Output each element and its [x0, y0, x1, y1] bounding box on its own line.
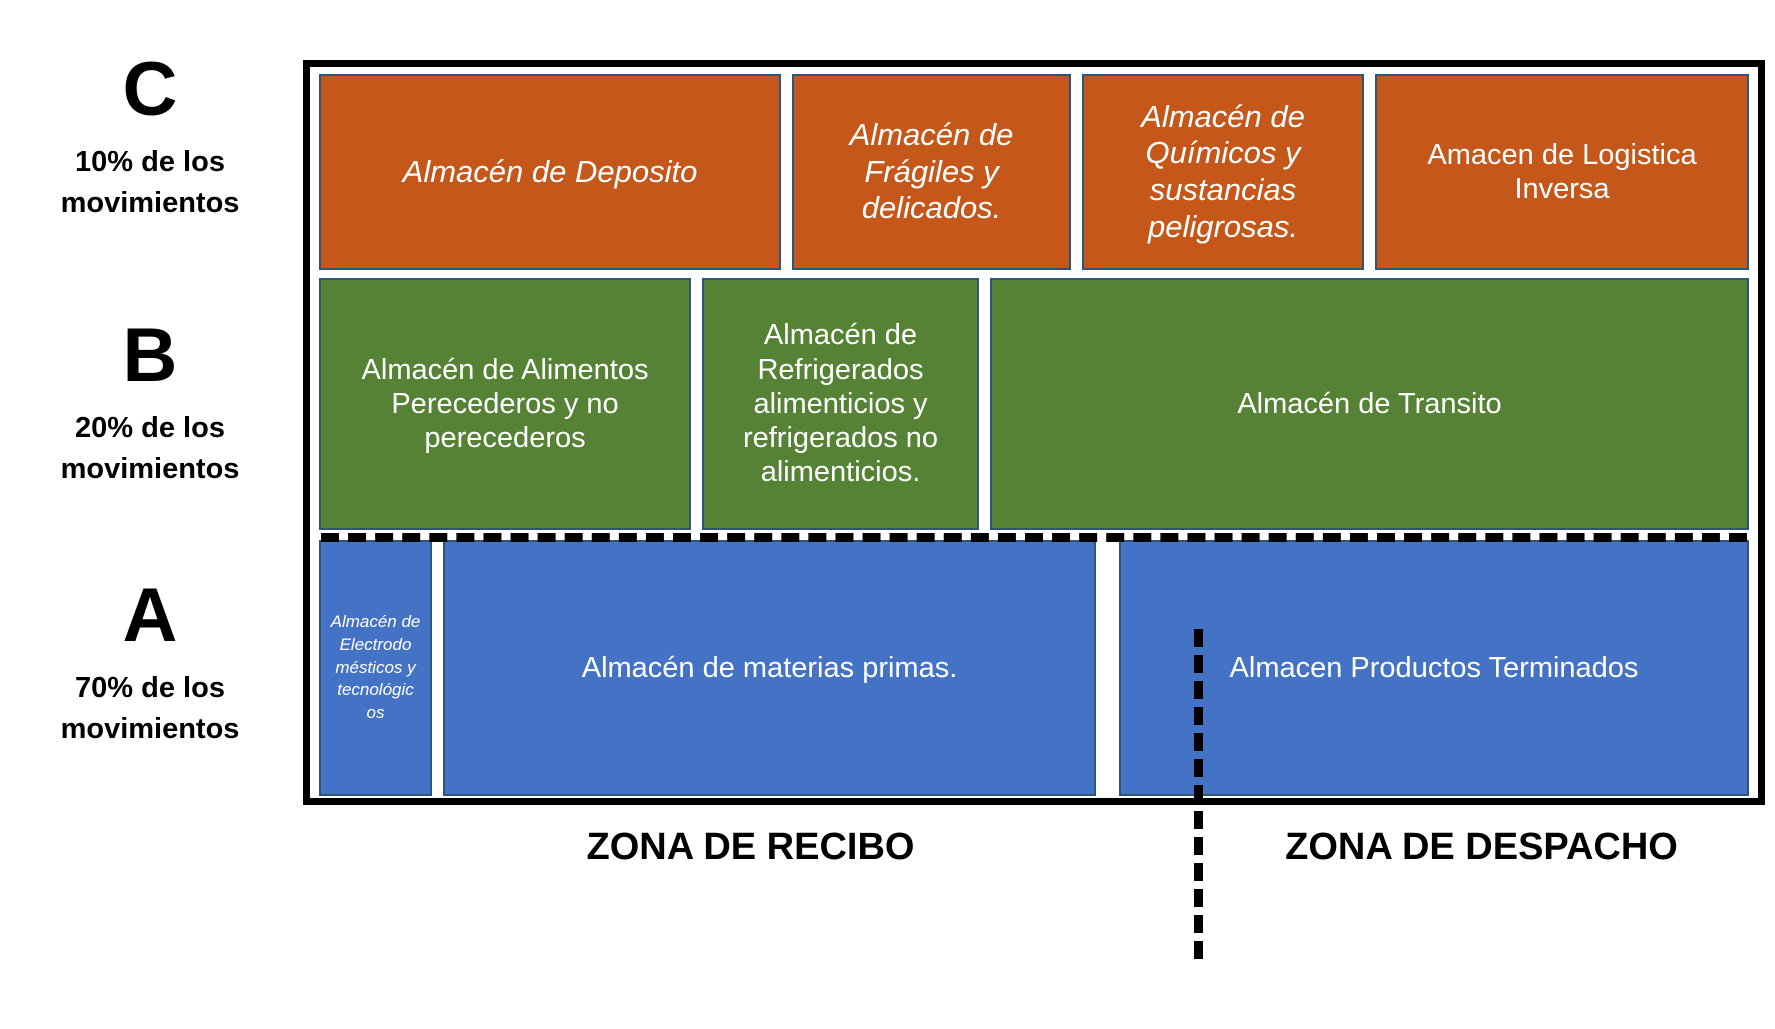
- zone-box-label: Almacén de Refrigerados alimenticios y r…: [742, 319, 939, 489]
- class-a-row: Almacén de Electrodo mésticos y tecnológ…: [319, 540, 1749, 796]
- legend-subtitle-b: 20% de los movimientos: [60, 412, 240, 486]
- dashed-separator-horizontal: [321, 533, 1747, 542]
- dashed-separator-vertical: [1194, 629, 1203, 959]
- class-c-row: Almacén de Deposito Almacén de Frágiles …: [319, 74, 1749, 270]
- zone-box-label: Amacen de Logistica Inversa: [1427, 138, 1697, 205]
- zone-box-label: Almacén de materias primas.: [581, 651, 958, 684]
- zone-label-despacho: ZONA DE DESPACHO: [1285, 825, 1678, 868]
- legend-subtitle-c: 10% de los movimientos: [60, 146, 240, 220]
- warehouse-frame-inner: Almacén de Deposito Almacén de Frágiles …: [310, 67, 1758, 798]
- legend-group-c: C 10% de los movimientos: [0, 52, 300, 224]
- zone-labels-row: ZONA DE RECIBO ZONA DE DESPACHO: [303, 812, 1765, 882]
- legend-letter-c: C: [122, 47, 178, 132]
- zone-box-label: Almacén de Químicos y sustancias peligro…: [1141, 98, 1305, 244]
- zone-box-label: Almacén de Transito: [1237, 387, 1502, 420]
- abc-classification-legend: C 10% de los movimientos B 20% de los mo…: [0, 0, 300, 1029]
- warehouse-layout-frame: Almacén de Deposito Almacén de Frágiles …: [303, 60, 1765, 805]
- zone-box-almacen-refrigerados[interactable]: Almacén de Refrigerados alimenticios y r…: [702, 278, 979, 530]
- legend-subtitle-a: 70% de los movimientos: [60, 672, 240, 746]
- zone-box-almacen-logistica-inversa[interactable]: Amacen de Logistica Inversa: [1375, 74, 1749, 270]
- legend-group-b: B 20% de los movimientos: [0, 318, 300, 490]
- zone-box-almacen-fragiles[interactable]: Almacén de Frágiles y delicados.: [792, 74, 1071, 270]
- zone-box-label: Almacen Productos Terminados: [1229, 651, 1639, 684]
- class-b-row: Almacén de Alimentos Perecederos y no pe…: [319, 278, 1749, 530]
- zone-box-almacen-electrodomesticos[interactable]: Almacén de Electrodo mésticos y tecnológ…: [319, 540, 432, 796]
- zone-label-recibo: ZONA DE RECIBO: [586, 825, 915, 868]
- legend-group-a: A 70% de los movimientos: [0, 578, 300, 750]
- legend-letter-b: B: [122, 313, 178, 398]
- zone-box-almacen-deposito[interactable]: Almacén de Deposito: [319, 74, 781, 270]
- zone-box-label: Almacén de Alimentos Perecederos y no pe…: [361, 353, 649, 455]
- zone-box-label: Almacén de Electrodo mésticos y tecnológ…: [330, 611, 421, 723]
- zone-box-label: Almacén de Deposito: [402, 153, 698, 189]
- legend-letter-a: A: [122, 573, 178, 658]
- zone-box-almacen-productos-terminados[interactable]: Almacen Productos Terminados: [1119, 540, 1749, 796]
- zone-box-almacen-materias-primas[interactable]: Almacén de materias primas.: [443, 540, 1096, 796]
- zone-box-almacen-transito[interactable]: Almacén de Transito: [990, 278, 1749, 530]
- zone-box-label: Almacén de Frágiles y delicados.: [849, 117, 1014, 226]
- zone-box-almacen-alimentos[interactable]: Almacén de Alimentos Perecederos y no pe…: [319, 278, 691, 530]
- zone-box-almacen-quimicos[interactable]: Almacén de Químicos y sustancias peligro…: [1082, 74, 1364, 270]
